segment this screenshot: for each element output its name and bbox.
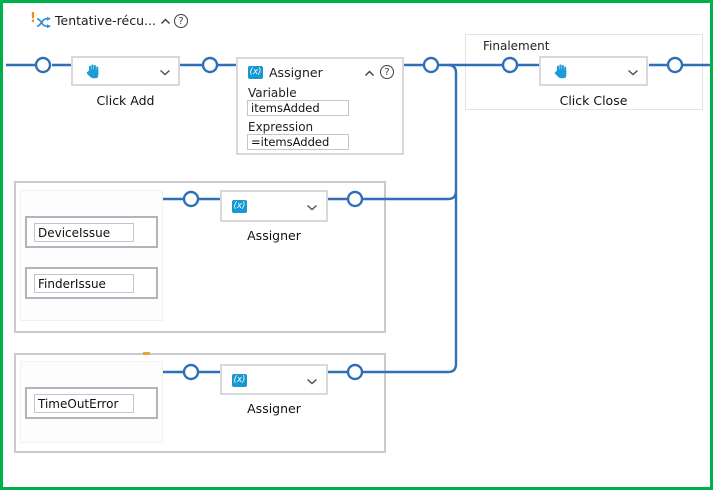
catch-1-assign-label: Assigner (247, 228, 301, 243)
click-add-activity[interactable] (71, 56, 180, 86)
click-close-activity[interactable] (539, 56, 648, 86)
try-catch-icon: ! (30, 11, 36, 26)
connector-node[interactable] (201, 56, 219, 74)
assign-activity-expanded[interactable]: (x) Assigner ? Variable Expression (236, 57, 404, 155)
warning-marker (143, 352, 150, 355)
chevron-down-icon[interactable] (306, 204, 318, 211)
try-catch-arrows-icon (36, 16, 51, 29)
exception-type-box[interactable] (25, 216, 158, 248)
variable-field-label: Variable (248, 86, 297, 100)
connector-node[interactable] (501, 56, 519, 74)
collapse-chevron-up-icon[interactable] (364, 70, 375, 77)
exception-name-input[interactable] (34, 223, 134, 242)
hand-click-icon (554, 64, 567, 79)
catch-1-assign-activity[interactable]: (x) (220, 190, 328, 222)
click-close-label: Click Close (559, 93, 628, 108)
assign-title: Assigner (269, 65, 323, 80)
connector-node[interactable] (346, 190, 364, 208)
assign-x-icon: (x) (232, 200, 247, 213)
connector-node[interactable] (346, 363, 364, 381)
exception-name-input[interactable] (34, 394, 134, 413)
catch-1-exceptions-panel (20, 190, 163, 321)
exception-type-box[interactable] (25, 267, 158, 299)
connector-node[interactable] (666, 56, 684, 74)
assign-x-icon: (x) (248, 66, 263, 79)
click-add-label: Click Add (96, 93, 155, 108)
expression-value-input[interactable] (247, 134, 349, 150)
chevron-down-icon[interactable] (627, 69, 639, 76)
exception-name-input[interactable] (34, 274, 134, 293)
help-icon[interactable]: ? (380, 65, 394, 79)
help-icon[interactable]: ? (174, 14, 188, 28)
exception-type-box[interactable] (25, 387, 158, 419)
wire-catch-merge-branch (363, 63, 458, 374)
assign-x-icon: (x) (232, 374, 247, 387)
activity-title: Tentative-récu... (55, 13, 156, 28)
connector-node[interactable] (422, 56, 440, 74)
connector-node[interactable] (182, 190, 200, 208)
catch-2-assign-activity[interactable]: (x) (220, 364, 328, 395)
catch-2-assign-label: Assigner (247, 401, 301, 416)
chevron-down-icon[interactable] (159, 69, 171, 76)
connector-node[interactable] (34, 56, 52, 74)
variable-value-input[interactable] (247, 100, 349, 116)
connector-node[interactable] (182, 363, 200, 381)
connector-wires (6, 56, 710, 381)
collapse-chevron-up-icon[interactable] (160, 18, 171, 25)
finally-label: Finalement (483, 39, 550, 53)
title-bar: ! Tentative-récu... ? (3, 3, 403, 33)
chevron-down-icon[interactable] (306, 378, 318, 385)
expression-field-label: Expression (248, 120, 314, 134)
hand-click-icon (86, 64, 99, 79)
